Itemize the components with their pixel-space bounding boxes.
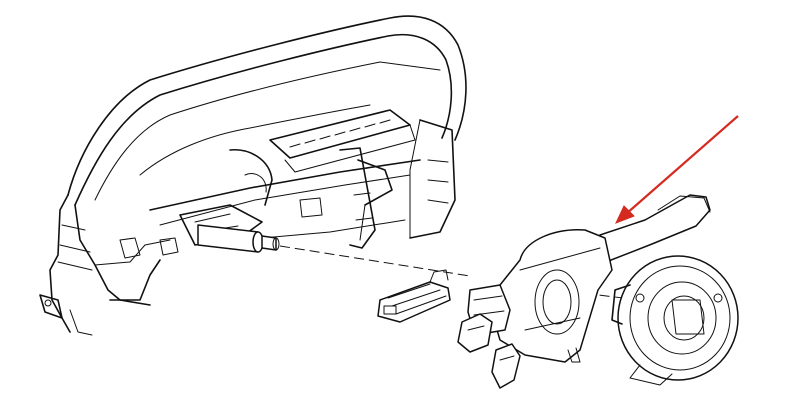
callout-arrow	[615, 115, 739, 224]
wiring-connector	[377, 269, 451, 323]
clock-spring-ring	[611, 255, 739, 386]
steering-column-shaft	[197, 224, 280, 253]
dashboard-frame	[39, 15, 467, 336]
combination-switch-assembly	[457, 194, 711, 389]
